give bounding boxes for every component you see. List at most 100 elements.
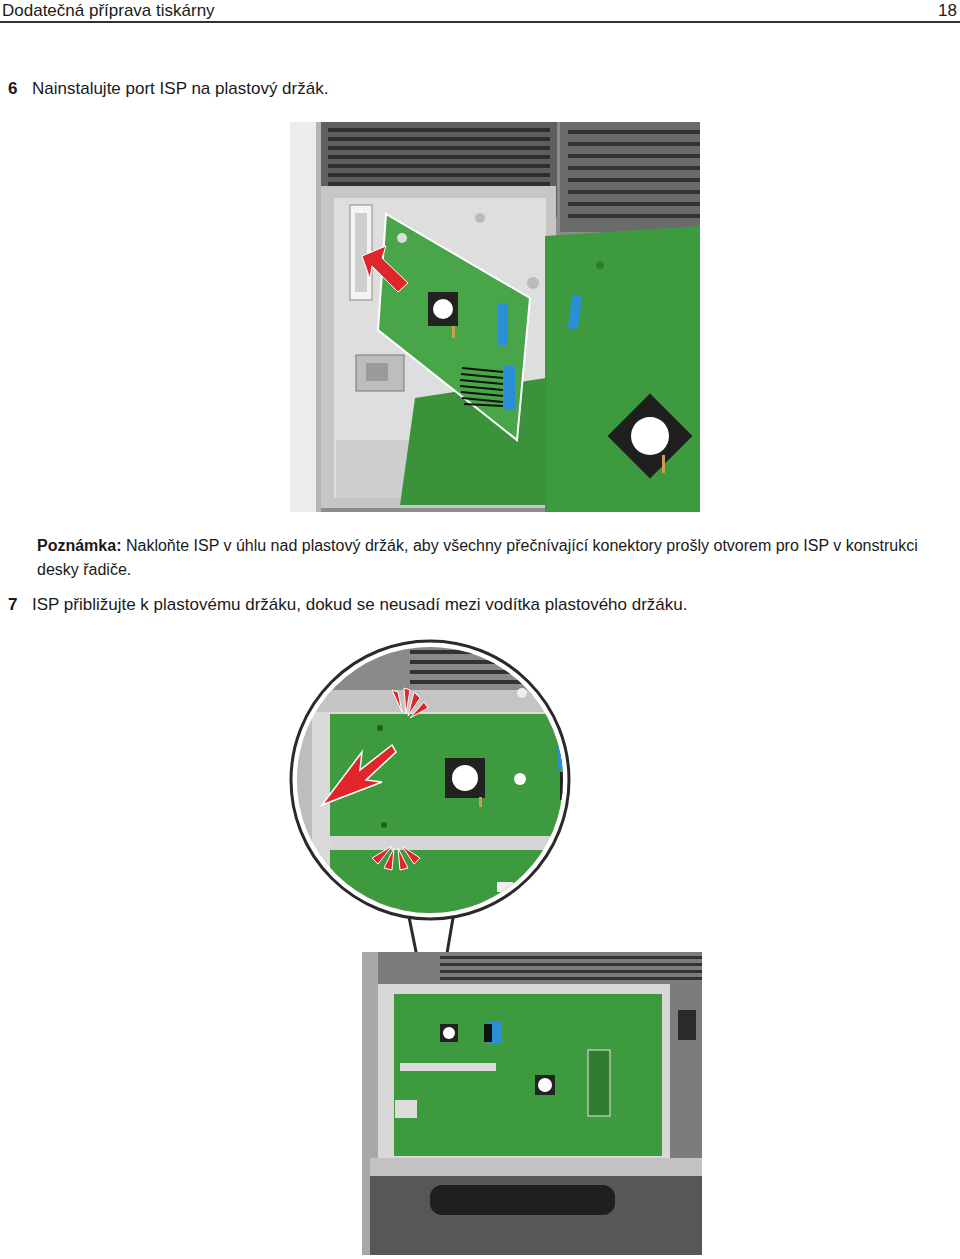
illustration-rect [328,155,550,159]
illustration-polygon [384,848,394,870]
illustration-rect [445,758,485,798]
illustration-circle [433,299,453,319]
illustration-rect [362,952,702,1255]
illustration-rect [330,836,580,850]
illustration-circle [538,1078,552,1092]
illustration-g [440,956,702,980]
illustration-rect [366,363,388,381]
illustration-line [461,374,503,378]
illustration-circle [381,822,387,828]
illustration-polygon [378,214,530,440]
illustration-g [608,394,693,479]
illustration-line [460,380,503,384]
illustration-rect [410,680,580,684]
illustration-rect [328,182,550,186]
illustration-rect [328,173,550,177]
illustration-rect [662,455,665,473]
illustration-rect [568,130,700,134]
illustration-rect [568,202,700,206]
illustration-rect [560,122,700,232]
illustration-rect [350,205,372,300]
illustration-rect [410,660,580,664]
illustration-g [290,640,580,930]
illustration-circle [452,765,478,791]
illustration-rect [452,326,455,338]
illustration-g [568,130,700,218]
illustration-rect [568,294,583,329]
note: Poznámka: Nakloňte ISP v úhlu nad plasto… [37,534,937,582]
illustration-rect [328,128,550,132]
illustration-line [460,386,503,390]
illustration-line [462,398,503,402]
printer-illustration-1 [290,122,700,512]
illustration-rect [356,355,404,391]
illustration-circle [377,725,383,731]
illustration-rect [568,214,700,218]
illustration-rect [316,122,321,512]
illustration-rect [290,122,320,512]
illustration-rect [504,366,515,410]
illustration-rect [568,190,700,194]
illustration-rect [394,994,662,1156]
illustration-circle [475,213,485,223]
illustration-circle [527,277,539,289]
illustration-rect [440,970,702,973]
note-text: Nakloňte ISP v úhlu nad plastový držák, … [37,537,918,578]
illustration-path [321,186,556,508]
illustration-rect [378,984,670,1164]
illustration-circle [397,233,407,243]
illustration-polygon [545,226,700,512]
illustration-g [460,368,503,406]
illustration-polygon [410,702,428,718]
illustration-rect [290,122,700,512]
illustration-line [462,368,503,372]
illustration-rect [330,850,580,930]
illustration-rect [535,1075,555,1095]
illustration-rect [440,963,702,966]
illustration-rect [328,146,550,150]
illustration-circle [514,773,526,785]
illustration-rect [568,154,700,158]
illustration-rect [568,166,700,170]
illustration-rect [355,213,367,292]
illustration-rect [290,640,580,930]
illustration-rect [410,650,580,654]
illustration-g [410,650,580,684]
illustration-rect [395,1100,417,1118]
illustration-rect [328,164,550,168]
illustration-circle [596,261,604,269]
illustration-line [461,392,503,396]
illustration-rect [440,1024,458,1042]
illustration-rect [484,1024,492,1042]
illustration-line [464,404,503,406]
illustration-rect [440,977,702,980]
illustration-rect [290,690,580,712]
page-number: 18 [938,0,957,22]
illustration-rect [560,772,568,800]
illustration-rect [608,394,693,479]
running-header: Dodatečná příprava tiskárny [2,0,215,22]
illustration-rect [428,292,458,326]
illustration-polygon [392,690,402,712]
illustration-rect [588,1050,610,1116]
illustration-circle [443,1027,455,1039]
illustration-rect [479,797,482,807]
illustration-rect [430,1185,615,1215]
illustration-circle [517,688,527,698]
printer-illustration-2 [362,952,702,1255]
illustration-rect [568,178,700,182]
illustration-rect [400,1063,496,1071]
illustration-rect [290,640,580,695]
illustration-rect [558,730,568,770]
illustration-rect [498,303,508,345]
illustration-circle [631,417,669,455]
illustration-rect [290,640,312,930]
illustration-rect [678,1010,696,1040]
illustration-polygon [402,846,420,864]
step-text: Nainstalujte port ISP na plastový držák. [32,78,328,100]
illustration-rect [328,137,550,141]
step-number: 7 [8,594,17,616]
note-label: Poznámka: [37,537,121,554]
